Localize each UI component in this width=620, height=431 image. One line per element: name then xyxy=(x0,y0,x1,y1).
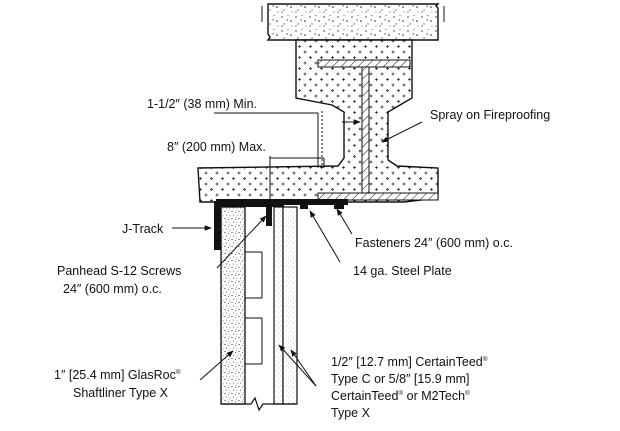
ct-leader-a xyxy=(278,344,317,387)
certainteed-outer-layer xyxy=(282,206,298,405)
c-h-stud xyxy=(244,207,263,404)
fastener-heads xyxy=(266,199,344,226)
label-panhead-line2: 24″ (600 mm) o.c. xyxy=(63,282,162,296)
dimension-min xyxy=(214,111,323,168)
certainteed-inner-layer xyxy=(273,206,284,405)
beam-bottom-flange xyxy=(317,192,439,201)
label-spray-fireproofing: Spray on Fireproofing xyxy=(430,108,550,122)
concrete-slab xyxy=(261,3,445,41)
leader-lines xyxy=(172,119,423,387)
label-certainteed-line3: CertainTeed® or M2Tech® xyxy=(331,389,470,403)
label-glasroc-line2: Shaftliner Type X xyxy=(73,386,169,400)
fasteners-leader xyxy=(336,208,353,235)
label-min-dimension: 1-1/2″ (38 mm) Min. xyxy=(147,97,257,111)
glasroc-leader xyxy=(199,350,234,381)
label-certainteed-line2: Type C or 5/8″ [15.9 mm] xyxy=(331,372,470,386)
label-j-track: J-Track xyxy=(122,222,164,236)
glasroc-shaftliner xyxy=(220,206,246,405)
steel-beam xyxy=(317,59,439,201)
label-glasroc-line1: 1″ [25.4 mm] GlasRoc® xyxy=(54,368,181,382)
plate-leader xyxy=(309,210,341,263)
label-fasteners: Fasteners 24″ (600 mm) o.c. xyxy=(355,236,513,250)
dimension-max xyxy=(269,156,325,203)
label-max-dimension: 8″ (200 mm) Max. xyxy=(167,140,266,154)
ct-leader-b xyxy=(290,349,317,387)
label-steel-plate: 14 ga. Steel Plate xyxy=(353,264,452,278)
spray-leader xyxy=(381,121,423,143)
panhead-leader xyxy=(216,215,267,269)
beam-top-flange xyxy=(317,59,411,68)
label-certainteed-line4: Type X xyxy=(331,406,371,420)
label-certainteed-line1: 1/2″ [12.7 mm] CertainTeed® xyxy=(331,355,488,369)
break-line xyxy=(221,396,297,412)
label-panhead-line1: Panhead S-12 Screws xyxy=(57,264,181,278)
beam-web xyxy=(361,66,370,194)
